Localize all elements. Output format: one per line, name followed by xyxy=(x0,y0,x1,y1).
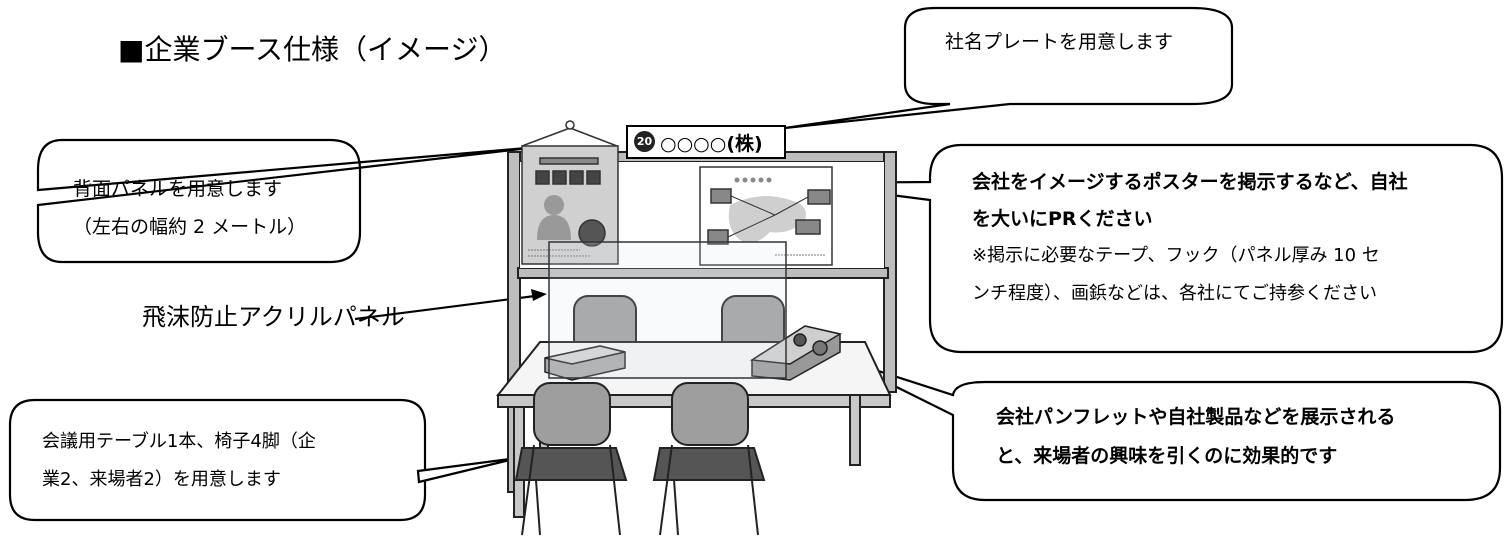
front-chairs xyxy=(514,382,766,536)
back-panel-callout-line-1: 背面パネルを用意します xyxy=(73,178,283,200)
back-panel-callout-bubble xyxy=(36,138,539,264)
nameplate-callout-text: 社名プレートを用意します xyxy=(945,31,1174,53)
pamphlets-callout-line-1: 会社パンフレットや自社製品などを展示される xyxy=(996,406,1396,428)
poster-callout-line-3: ※掲示に必要なテープ、フック（パネル厚み 10 セ xyxy=(972,245,1380,266)
back-chairs xyxy=(573,295,785,355)
company-name-plate xyxy=(626,125,786,159)
poster-callout-line-4: ンチ程度）、画鋲などは、各社にてご持参ください xyxy=(972,283,1377,304)
poster-callout-line-2: を大いにPRください xyxy=(972,208,1153,230)
pamphlets-callout-line-2: と、来場者の興味を引くのに効果的です xyxy=(996,445,1338,467)
poster-callout-bubble xyxy=(797,143,1504,354)
poster-callout-line-1: 会社をイメージするポスターを掲示するなど、自社 xyxy=(972,171,1408,193)
pamphlets-callout-bubble xyxy=(837,356,1502,502)
pamphlet-stacks xyxy=(544,325,842,381)
page-title: ■企業ブース仕様（イメージ） xyxy=(118,33,507,66)
back-panel-callout-line-2: （左右の幅約 2 メートル） xyxy=(73,216,307,238)
acrylic-panel xyxy=(548,241,787,379)
hanging-poster xyxy=(521,120,619,265)
map-poster xyxy=(699,166,833,266)
table-chairs-callout-line-2: 業2、来場者2）を用意します xyxy=(42,469,281,490)
table-chairs-callout-line-1: 会議用テーブル1本、椅子4脚（企 xyxy=(42,431,316,452)
company-name-plate-text: ○○○○(株) xyxy=(660,133,763,155)
acrylic-panel-label: 飛沫防止アクリルパネル xyxy=(142,303,405,331)
table-chairs-callout-bubble xyxy=(8,398,427,522)
booth-number-badge: 20 xyxy=(634,131,655,152)
nameplate-callout-bubble xyxy=(784,6,1234,130)
